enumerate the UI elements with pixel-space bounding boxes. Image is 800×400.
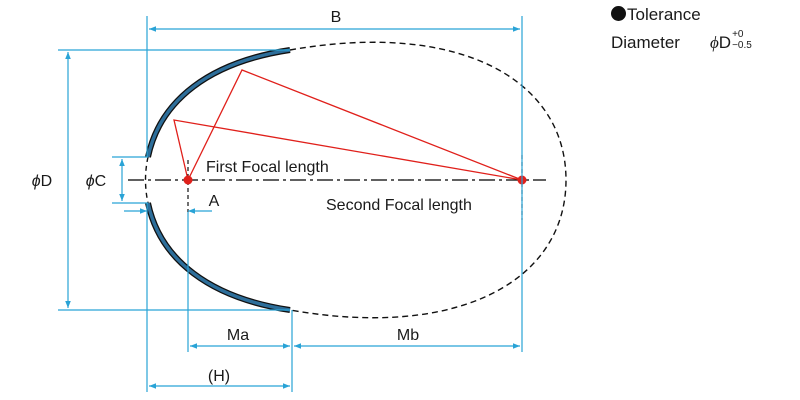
tolerance-heading-text: Tolerance bbox=[627, 5, 701, 24]
reflection-ray-1 bbox=[187, 69, 523, 181]
tolerance-diameter-row: Diameter ϕD+0−0.5 bbox=[611, 29, 752, 53]
reflector-upper-shell bbox=[146, 48, 291, 158]
reflector-upper-shell-outline bbox=[145, 47, 291, 158]
tolerance-heading: Tolerance bbox=[611, 5, 701, 25]
reflection-ray-2 bbox=[173, 119, 523, 181]
dim-letter-c: C bbox=[95, 173, 107, 190]
reflector-lower-shell-outline bbox=[145, 202, 291, 313]
dim-letter-d: D bbox=[41, 173, 53, 190]
bullet-icon bbox=[611, 6, 626, 21]
first-focal-length-label: First Focal length bbox=[206, 159, 329, 176]
dim-label-mb: Mb bbox=[397, 327, 419, 344]
virtual-ellipse-outline bbox=[289, 41, 567, 319]
second-focal-length-label: Second Focal length bbox=[326, 197, 472, 214]
virtual-ellipse-neck bbox=[144, 156, 149, 204]
dim-label-d: ϕD bbox=[32, 173, 52, 190]
dim-label-b: B bbox=[331, 9, 342, 26]
phi-symbol: ϕ bbox=[86, 173, 95, 190]
tolerance-upper: +0 bbox=[732, 29, 744, 40]
tolerance-variable: D bbox=[718, 33, 732, 52]
tolerance-lower: −0.5 bbox=[732, 40, 752, 51]
phi-symbol: ϕ bbox=[709, 33, 719, 52]
phi-symbol: ϕ bbox=[32, 173, 41, 190]
dim-label-ma: Ma bbox=[227, 327, 249, 344]
tolerance-limits: +0−0.5 bbox=[731, 29, 752, 51]
dim-label-h: (H) bbox=[208, 368, 230, 385]
tolerance-diameter-label: Diameter bbox=[611, 33, 680, 52]
dim-label-c: ϕC bbox=[86, 173, 106, 190]
dim-label-a: A bbox=[209, 193, 220, 210]
first-focal-point bbox=[183, 175, 193, 185]
reflector-lower-shell bbox=[146, 202, 291, 312]
